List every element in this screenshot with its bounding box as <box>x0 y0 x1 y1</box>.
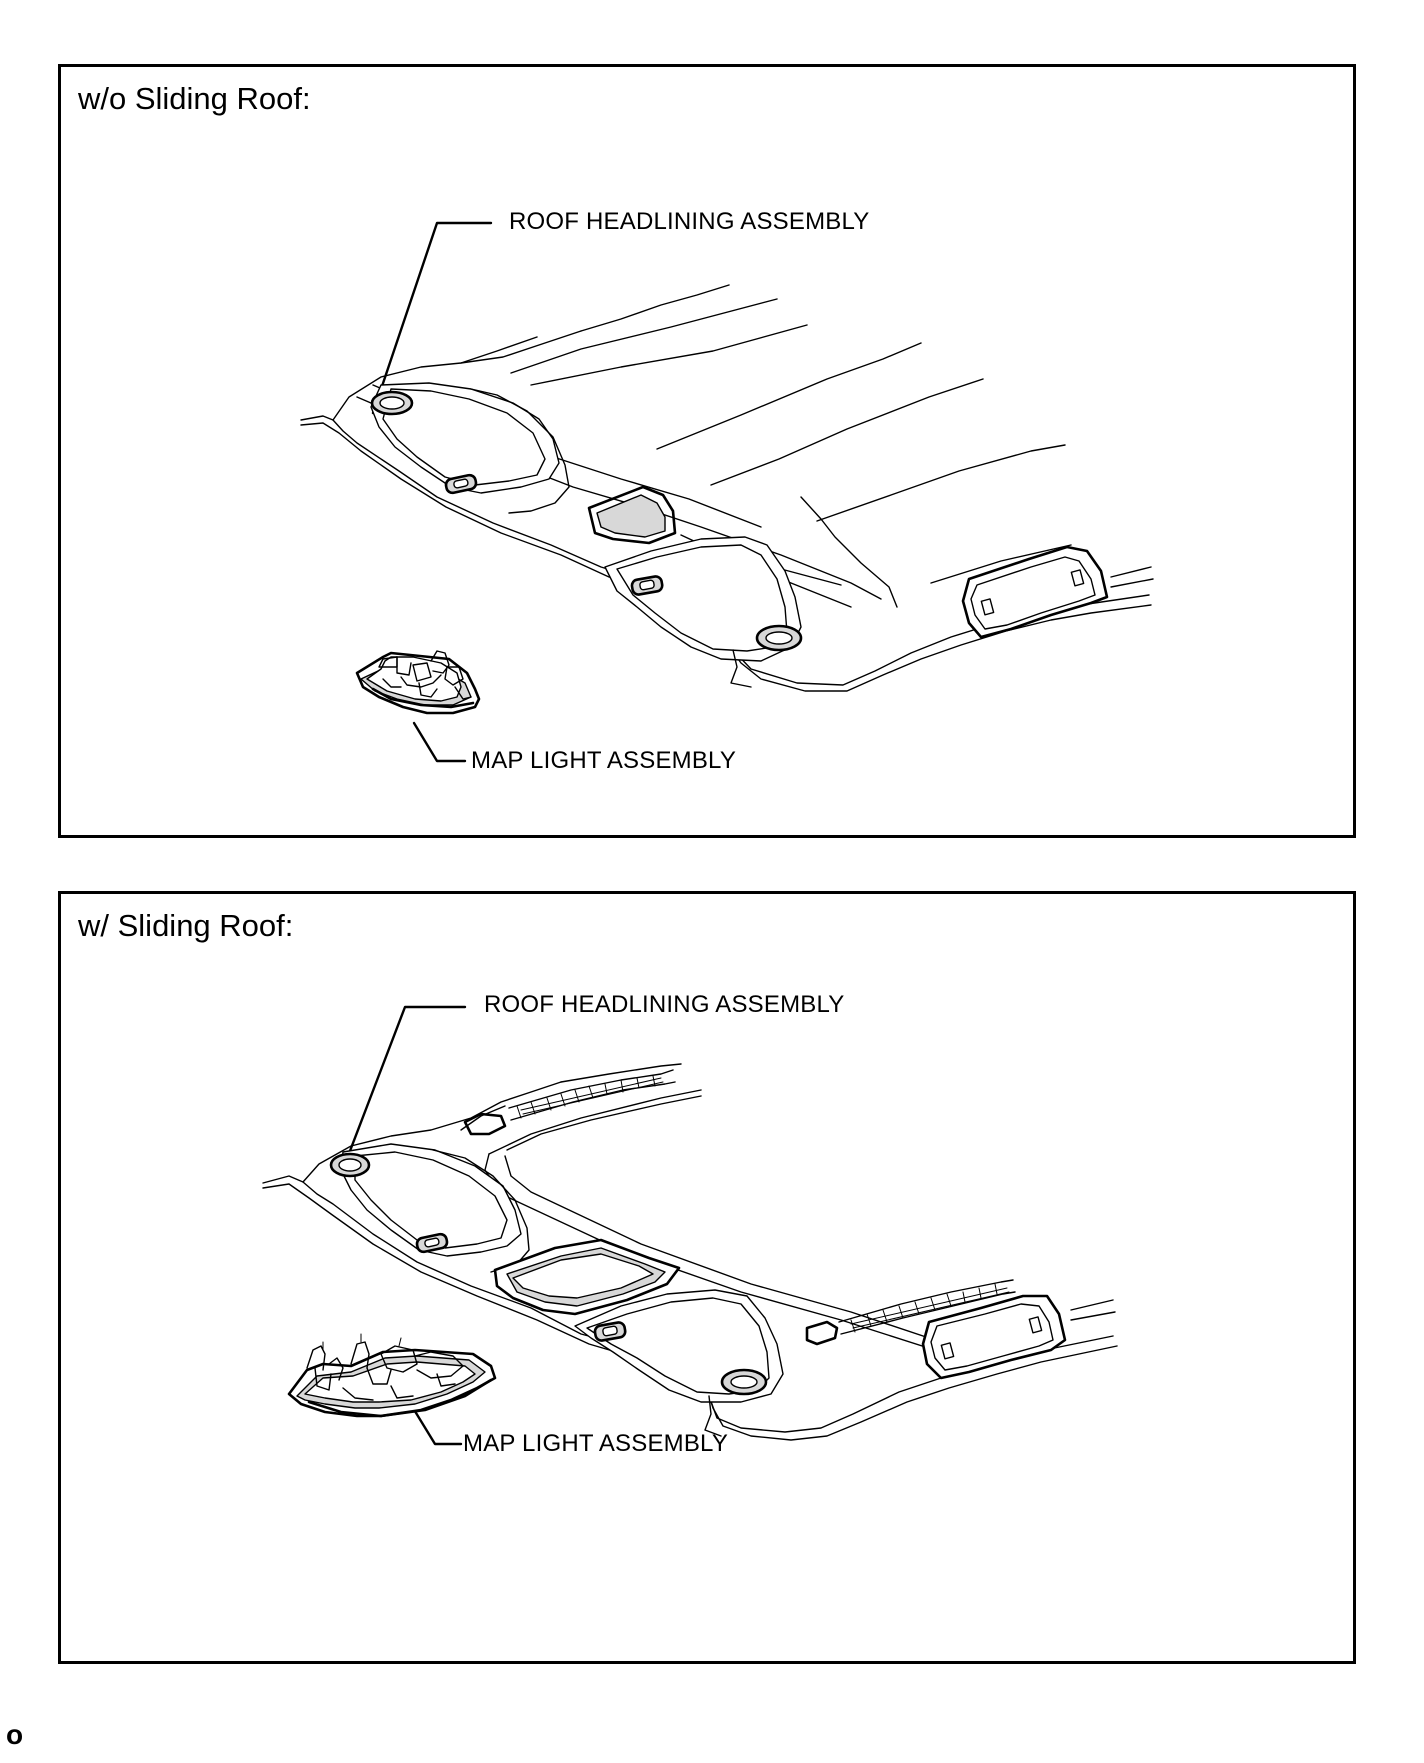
panel-title: w/ Sliding Roof: <box>78 908 294 943</box>
roof-headlining-label: ROOF HEADLINING ASSEMBLY <box>484 991 845 1018</box>
map-light-label: MAP LIGHT ASSEMBLY <box>471 747 737 774</box>
roof-headlining-label: ROOF HEADLINING ASSEMBLY <box>509 208 870 235</box>
map-light-label: MAP LIGHT ASSEMBLY <box>463 1430 729 1457</box>
sliding-roof-map-light-drawing <box>287 1333 497 1418</box>
sliding-roof-headlining-drawing <box>262 1005 1118 1446</box>
page-code: o <box>6 1719 24 1750</box>
panel-without-sliding-roof: w/o Sliding Roof: <box>58 64 1356 838</box>
map-light-drawing <box>355 650 481 715</box>
roof-headlining-drawing <box>300 221 1154 763</box>
panel-title: w/o Sliding Roof: <box>78 81 311 116</box>
panel-with-sliding-roof: w/ Sliding Roof: <box>58 891 1356 1664</box>
